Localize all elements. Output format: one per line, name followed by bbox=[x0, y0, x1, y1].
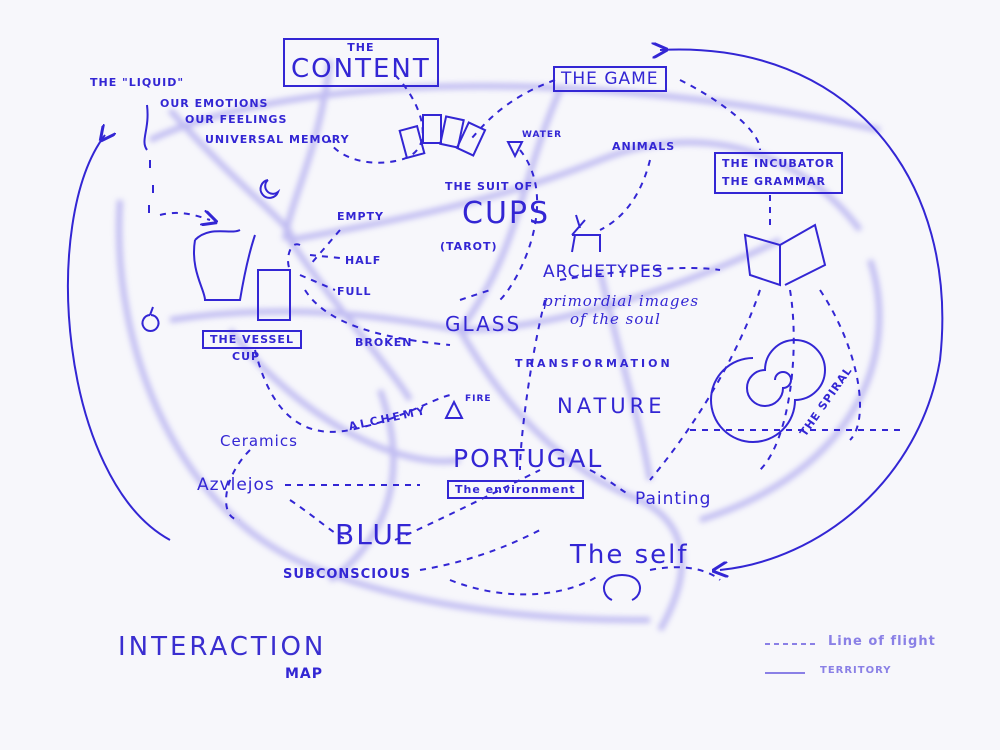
archetypes-sub: of the soul bbox=[570, 310, 661, 328]
self-label: The self bbox=[570, 540, 689, 570]
cup-label: CUP bbox=[232, 350, 261, 363]
moon-icon bbox=[259, 179, 281, 199]
environment-box: The environment bbox=[447, 480, 584, 499]
vessel-box: THE VESSEL bbox=[202, 330, 302, 349]
incubator-box: THE INCUBATOR THE GRAMMAR bbox=[714, 152, 843, 194]
water-triangle-icon bbox=[506, 141, 524, 159]
territory-lines bbox=[116, 59, 883, 632]
suit-label: THE SUIT OF bbox=[445, 180, 534, 193]
animals-label: ANIMALS bbox=[612, 140, 676, 153]
painting-label: Painting bbox=[635, 489, 712, 509]
deer-icon bbox=[571, 214, 601, 253]
empty-label: EMPTY bbox=[337, 210, 384, 223]
fire-label: FIRE bbox=[465, 394, 492, 404]
content-box: THE CONTENT bbox=[283, 38, 439, 87]
fire-triangle-icon bbox=[444, 399, 464, 419]
liquid-title: THE "LIQUID" bbox=[90, 76, 185, 89]
archetypes-sub: primordial images bbox=[543, 292, 700, 310]
full-label: FULL bbox=[337, 285, 372, 298]
broken-label: BROKEN bbox=[355, 336, 413, 349]
pisces-omega-icon bbox=[603, 573, 641, 601]
liquid-item: UNIVERSAL MEMORY bbox=[205, 133, 350, 146]
incubator-label: THE INCUBATOR bbox=[722, 157, 835, 170]
liquid-item: OUR EMOTIONS bbox=[160, 97, 269, 110]
territory-arrows bbox=[67, 49, 944, 570]
glass-icon bbox=[257, 269, 291, 321]
legend-dashed-label: Line of flight bbox=[828, 634, 936, 649]
vase-icon bbox=[193, 229, 256, 301]
cups-label: CUPS bbox=[462, 196, 551, 231]
apple-icon bbox=[141, 306, 160, 332]
archetypes-label: ARCHETYPES bbox=[543, 262, 664, 282]
nature-label: NATURE bbox=[557, 394, 666, 418]
tarot-cards-icon bbox=[398, 114, 487, 160]
legend-solid-label: TERRITORY bbox=[820, 665, 892, 676]
tarot-label: (TAROT) bbox=[440, 240, 498, 253]
game-box: THE GAME bbox=[553, 66, 667, 92]
book-icon bbox=[743, 223, 827, 287]
droplets-icon bbox=[143, 104, 154, 213]
transformation-label: TRANSFORMATION bbox=[515, 357, 673, 370]
azulejos-label: Azvlejos bbox=[197, 475, 275, 495]
liquid-item: OUR FEELINGS bbox=[185, 113, 288, 126]
glass-label: GLASS bbox=[445, 312, 522, 336]
footer-title: INTERACTION bbox=[118, 632, 327, 662]
subconscious-label: SUBCONSCIOUS bbox=[283, 567, 412, 582]
spiral-icon bbox=[710, 339, 826, 443]
grammar-label: THE GRAMMAR bbox=[722, 175, 826, 188]
footer-subtitle: MAP bbox=[285, 666, 324, 682]
blue-label: BLUE bbox=[335, 518, 415, 551]
drawings bbox=[141, 104, 827, 601]
half-label: HALF bbox=[345, 254, 382, 267]
water-label: WATER bbox=[522, 130, 563, 140]
content-the: THE bbox=[347, 41, 375, 54]
portugal-label: PORTUGAL bbox=[453, 444, 604, 473]
legend-lines bbox=[765, 643, 815, 674]
ceramics-label: Ceramics bbox=[220, 432, 298, 450]
content-title: CONTENT bbox=[291, 54, 431, 84]
